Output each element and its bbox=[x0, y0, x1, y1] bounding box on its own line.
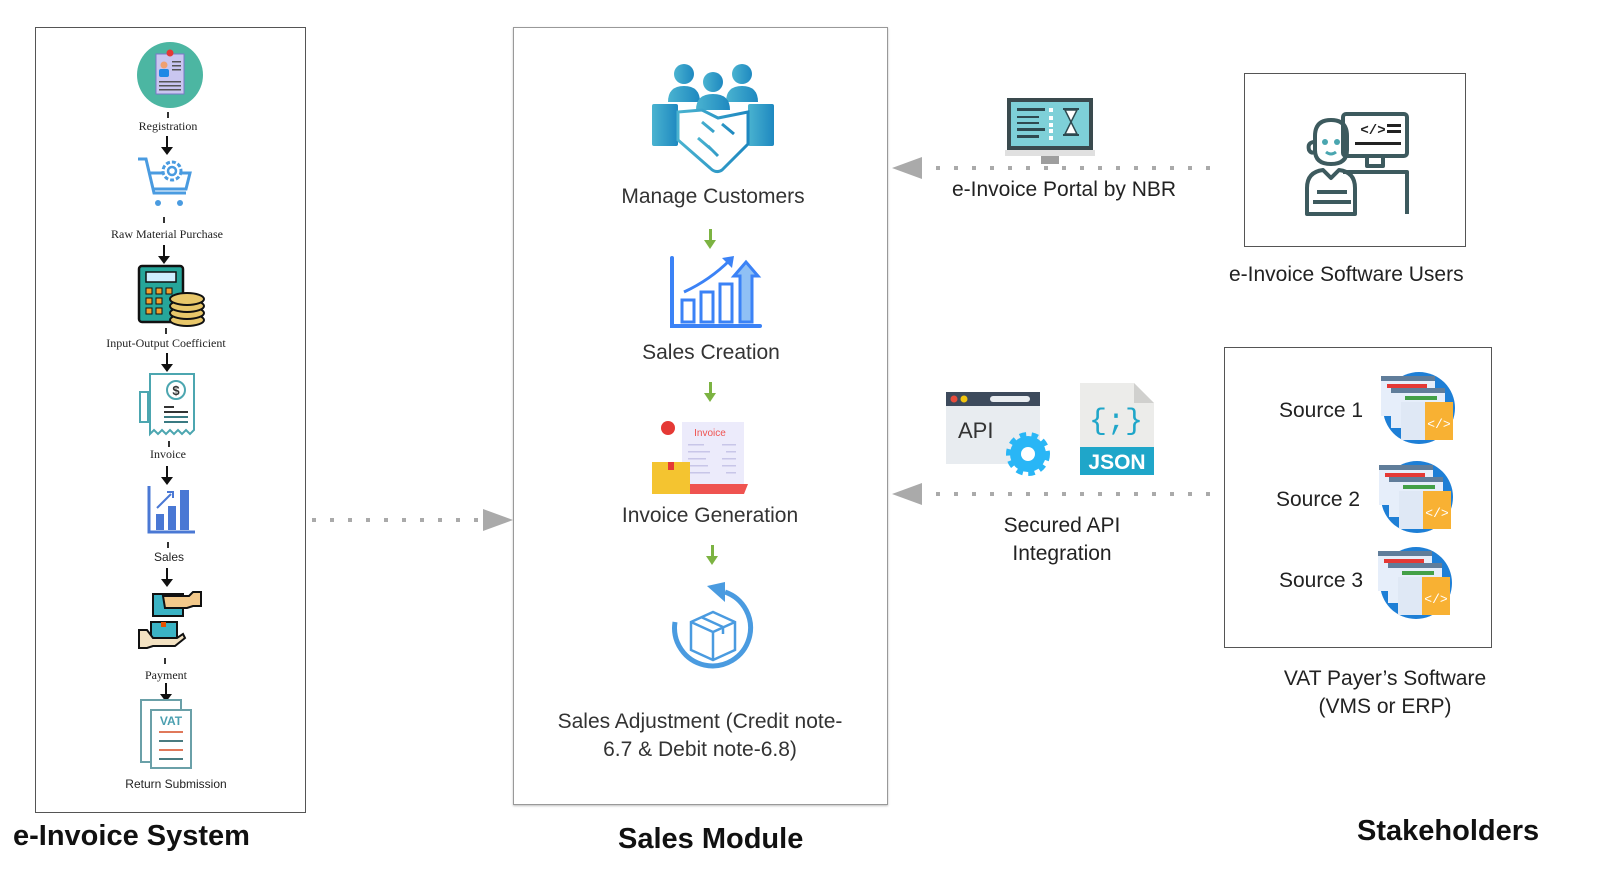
api-flow-connector-dotted bbox=[936, 492, 1211, 496]
bar-chart-growth-icon bbox=[147, 484, 197, 536]
svg-text:</>: </> bbox=[1425, 506, 1449, 521]
down-arrow bbox=[160, 683, 172, 702]
json-text: JSON bbox=[1088, 451, 1145, 474]
hands-exchange-icon bbox=[137, 586, 203, 654]
section-title-einvoice-system: e-Invoice System bbox=[13, 820, 250, 852]
monitor-checklist-icon bbox=[1005, 96, 1095, 168]
step-label-sales: Sales bbox=[153, 550, 185, 564]
flow-connector-dotted bbox=[312, 518, 482, 522]
invoice-package-icon: Invoice bbox=[652, 418, 752, 498]
section-title-sales-module: Sales Module bbox=[618, 823, 804, 855]
sales-growth-chart-icon bbox=[668, 254, 764, 332]
down-arrow bbox=[158, 245, 170, 264]
sales-step-manage-customers: Manage Customers bbox=[621, 185, 805, 208]
box-return-icon bbox=[665, 582, 759, 676]
green-down-arrow bbox=[704, 382, 716, 402]
api-label-line1: Secured API bbox=[1003, 514, 1121, 537]
step-label-input-output-coefficient: Input-Output Coefficient bbox=[106, 336, 226, 350]
api-label-line2: Integration bbox=[1012, 542, 1112, 565]
svg-text:</>: </> bbox=[1427, 417, 1451, 432]
green-down-arrow bbox=[706, 545, 718, 565]
software-users-label: e-Invoice Software Users bbox=[1229, 263, 1464, 286]
portal-flow-arrowhead-left bbox=[892, 157, 922, 179]
sales-step-invoice-generation: Invoice Generation bbox=[621, 504, 799, 527]
step-label-registration: Registration bbox=[138, 119, 198, 133]
developer-desk-icon: </> bbox=[1303, 110, 1411, 218]
flow-arrowhead-right bbox=[483, 509, 513, 531]
source-1-label: Source 1 bbox=[1279, 399, 1364, 422]
section-title-stakeholders: Stakeholders bbox=[1357, 815, 1540, 847]
down-arrow bbox=[161, 353, 173, 372]
portal-flow-connector-dotted bbox=[936, 166, 1211, 170]
connector-tick bbox=[165, 328, 167, 334]
portal-label: e-Invoice Portal by NBR bbox=[952, 178, 1177, 201]
step-label-return-submission: Return Submission bbox=[125, 777, 227, 791]
registration-id-card-icon bbox=[136, 41, 204, 109]
code-glyph: </> bbox=[1360, 123, 1385, 139]
vat-payer-label: VAT Payer’s Software (VMS or ERP) bbox=[1265, 665, 1505, 721]
connector-tick bbox=[167, 112, 169, 118]
invoice-word: Invoice bbox=[694, 428, 726, 439]
vat-payer-label-line2: (VMS or ERP) bbox=[1318, 695, 1452, 718]
api-text: API bbox=[958, 418, 993, 443]
json-file-icon: {;} JSON bbox=[1080, 383, 1154, 477]
vat-payer-label-line1: VAT Payer’s Software bbox=[1283, 667, 1487, 690]
source-3-software-icon: </> bbox=[1374, 547, 1454, 619]
svg-text:$: $ bbox=[172, 383, 180, 398]
connector-tick bbox=[164, 658, 166, 664]
source-3-label: Source 3 bbox=[1279, 569, 1364, 592]
step-label-invoice: Invoice bbox=[150, 447, 186, 461]
api-label: Secured API Integration bbox=[998, 512, 1126, 568]
green-down-arrow bbox=[704, 229, 716, 249]
sales-step-sales-creation: Sales Creation bbox=[642, 341, 780, 364]
down-arrow bbox=[161, 136, 173, 155]
connector-tick bbox=[168, 441, 170, 447]
json-braces-glyph: {;} bbox=[1089, 405, 1143, 439]
svg-text:</>: </> bbox=[1424, 592, 1448, 607]
down-arrow bbox=[161, 466, 173, 485]
source-2-label: Source 2 bbox=[1276, 488, 1361, 511]
connector-tick bbox=[167, 542, 169, 548]
shopping-cart-gear-icon bbox=[136, 155, 196, 211]
vat-text: VAT bbox=[160, 714, 183, 728]
customers-handshake-icon bbox=[652, 62, 774, 176]
software-users-box bbox=[1244, 73, 1466, 247]
connector-tick bbox=[163, 217, 165, 223]
calculator-coins-icon bbox=[137, 264, 207, 330]
step-label-raw-material-purchase: Raw Material Purchase bbox=[111, 227, 223, 241]
down-arrow bbox=[161, 568, 173, 587]
receipt-dollar-icon: $ bbox=[136, 372, 198, 438]
sales-step-sales-adjustment: Sales Adjustment (Credit note-6.7 & Debi… bbox=[557, 710, 843, 761]
source-1-software-icon: </> bbox=[1377, 372, 1457, 444]
source-2-software-icon: </> bbox=[1375, 461, 1455, 533]
vat-document-icon: VAT bbox=[139, 698, 195, 772]
api-gear-icon: API bbox=[946, 392, 1052, 476]
step-label-payment: Payment bbox=[145, 668, 187, 682]
api-flow-arrowhead-left bbox=[892, 483, 922, 505]
